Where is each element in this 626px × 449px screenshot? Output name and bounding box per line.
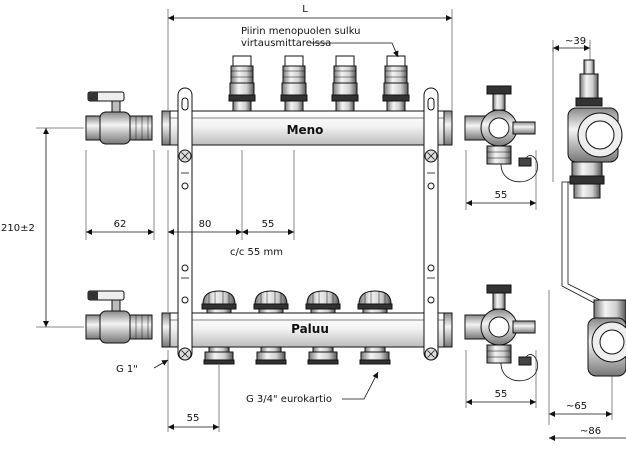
overall-length-label: L [302,4,308,15]
dimension-lines [36,9,626,441]
top-ball-valve [85,91,153,145]
side-65-label: ~65 [566,401,587,412]
screw-icon [178,347,192,361]
center-distance-label: c/c 55 mm [230,247,283,258]
flow-meters [228,55,410,112]
left-bracket [177,87,193,361]
bottom-ball-valve [85,290,153,344]
valve-depth-top-label: 55 [495,190,508,201]
screw-icon [424,149,438,163]
eurocone-fittings [203,346,391,365]
side-view [561,59,626,377]
first-outlet-label: 80 [199,219,212,230]
supply-label: Meno [287,123,324,137]
screw-icon [178,149,192,163]
return-caps [201,290,393,314]
return-label: Paluu [291,322,329,336]
outlet-thread-label: G 3/4" eurokartio [246,394,332,405]
supply-bar [167,110,447,146]
inlet-offset-label: 62 [114,219,127,230]
main-thread-label: G 1" [116,364,138,375]
top-angle-valve [464,85,539,183]
supply-note-line2: virtausmittareissa [241,38,331,49]
side-39-label: ~39 [565,36,586,47]
side-86-label: ~86 [580,426,601,437]
supply-note-line1: Piirin menopuolen sulku [241,26,361,37]
bar-end-threads [161,110,453,348]
right-bracket [423,87,439,361]
manifold-front-view: Meno Paluu [161,55,453,365]
bottom-offset-label: 55 [187,413,200,424]
valve-depth-bottom-label: 55 [495,389,508,400]
outlet-spacing-label: 55 [262,219,275,230]
screw-icon [424,347,438,361]
height-dimension-label: 210±2 [1,223,35,234]
return-bar [167,312,447,348]
bottom-angle-valve [464,284,539,382]
